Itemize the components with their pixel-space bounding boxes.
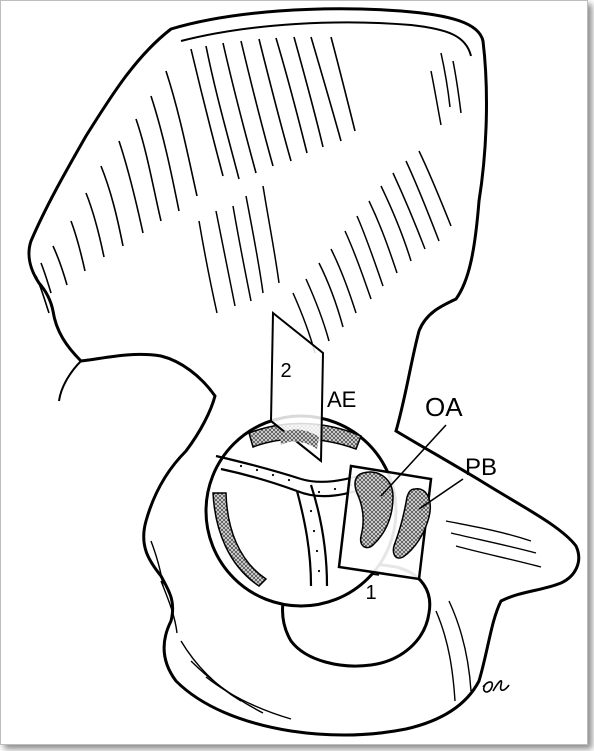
artist-signature bbox=[483, 681, 509, 692]
label-plane-2: 2 bbox=[280, 360, 291, 382]
label-oa: OA bbox=[425, 392, 463, 422]
pelvis-illustration: 2 AE OA PB 1 bbox=[1, 1, 587, 744]
label-plane-1: 1 bbox=[365, 582, 376, 604]
sciatic-notch-contour bbox=[59, 361, 81, 401]
label-pb: PB bbox=[465, 454, 497, 481]
label-ae: AE bbox=[327, 387, 356, 412]
